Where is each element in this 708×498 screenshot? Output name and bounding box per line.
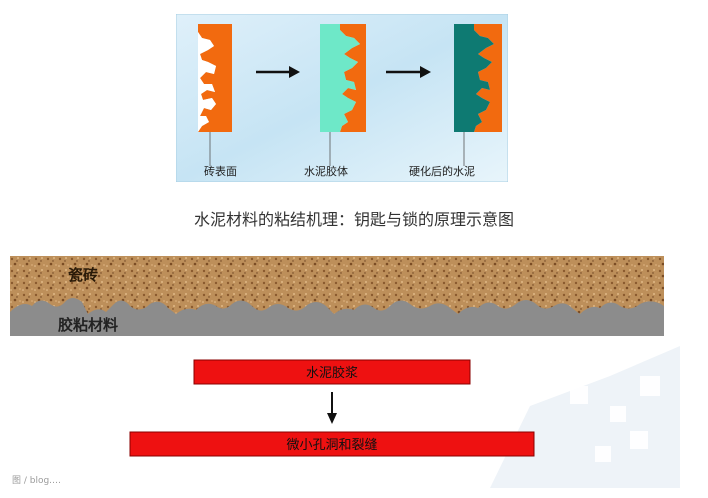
cement-paste-panel	[320, 24, 366, 166]
cement-slurry-bar	[193, 359, 471, 385]
label-hardened-cement: 硬化后的水泥	[409, 164, 475, 178]
pores-cracks-bar	[129, 431, 535, 457]
label-pores-cracks: 微小孔洞和裂缝	[286, 438, 377, 453]
tile-adhesive-diagram: 瓷砖 胶粘材料 水泥胶浆 微小孔洞和裂缝	[10, 256, 680, 488]
figure-caption: 水泥材料的粘结机理：钥匙与锁的原理示意图	[193, 210, 514, 229]
arrow-right-icon	[386, 66, 431, 78]
label-cement-paste: 水泥胶体	[304, 164, 348, 178]
label-tile: 瓷砖	[68, 266, 98, 284]
tile-surface-panel	[198, 24, 232, 166]
arrow-down-icon	[327, 392, 337, 424]
hardened-cement-panel	[454, 24, 502, 166]
watermark: 图 / blog.…	[12, 476, 62, 486]
key-lock-diagram: 砖表面 水泥胶体 硬化后的水泥	[176, 14, 508, 182]
tile-layer	[10, 256, 664, 336]
label-tile-surface: 砖表面	[204, 164, 237, 178]
adhesive-layer	[10, 298, 664, 336]
label-adhesive: 胶粘材料	[58, 316, 118, 334]
label-cement-slurry: 水泥胶浆	[306, 365, 358, 381]
arrow-right-icon	[256, 66, 300, 78]
